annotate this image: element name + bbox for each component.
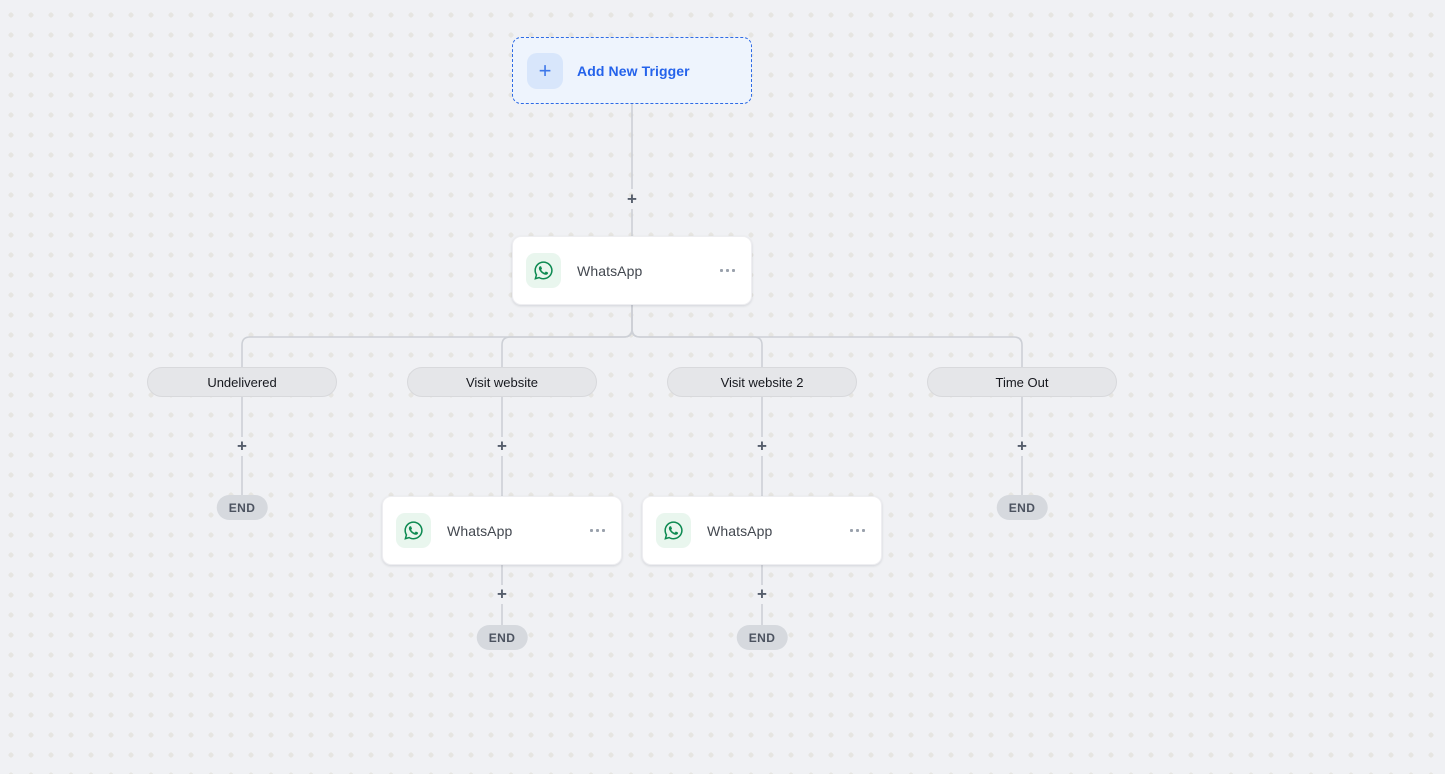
end-badge: END xyxy=(736,625,788,650)
end-badge: END xyxy=(216,495,268,520)
add-new-trigger-button[interactable]: + Add New Trigger xyxy=(512,37,752,104)
whatsapp-node-visit-website-2[interactable]: WhatsApp xyxy=(642,496,882,565)
add-step-button[interactable]: + xyxy=(757,584,767,604)
more-menu-icon[interactable] xyxy=(589,525,606,536)
add-step-button[interactable]: + xyxy=(1017,436,1027,456)
add-step-button[interactable]: + xyxy=(757,436,767,456)
more-menu-icon[interactable] xyxy=(849,525,866,536)
plus-glyph: + xyxy=(538,57,552,83)
whatsapp-icon xyxy=(396,513,431,548)
end-badge: END xyxy=(476,625,528,650)
node-label: WhatsApp xyxy=(577,262,643,279)
branch-pill-visit-website-2[interactable]: Visit website 2 xyxy=(667,367,857,397)
whatsapp-icon xyxy=(526,253,561,288)
add-step-button[interactable]: + xyxy=(497,436,507,456)
node-label: WhatsApp xyxy=(707,522,773,539)
whatsapp-node-root[interactable]: WhatsApp xyxy=(512,236,752,305)
node-label: WhatsApp xyxy=(447,522,513,539)
add-step-button[interactable]: + xyxy=(497,584,507,604)
more-menu-icon[interactable] xyxy=(719,265,736,276)
whatsapp-icon xyxy=(656,513,691,548)
whatsapp-node-visit-website[interactable]: WhatsApp xyxy=(382,496,622,565)
branch-pill-undelivered[interactable]: Undelivered xyxy=(147,367,337,397)
add-new-trigger-label: Add New Trigger xyxy=(577,62,690,79)
add-step-button[interactable]: + xyxy=(627,189,637,209)
branch-pill-visit-website[interactable]: Visit website xyxy=(407,367,597,397)
end-badge: END xyxy=(996,495,1048,520)
plus-icon: + xyxy=(527,52,563,89)
add-step-button[interactable]: + xyxy=(237,436,247,456)
branch-pill-time-out[interactable]: Time Out xyxy=(927,367,1117,397)
